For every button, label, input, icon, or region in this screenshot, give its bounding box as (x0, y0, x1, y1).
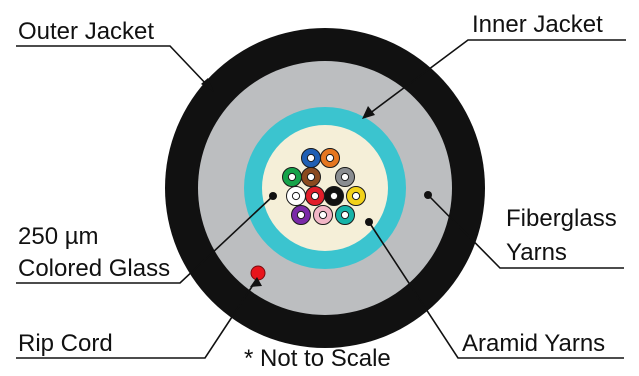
fiber-rose (313, 205, 333, 225)
fiber-brown (301, 167, 321, 187)
aramid-leader (368, 221, 624, 359)
aramid-yarns-label: Aramid Yarns (462, 330, 605, 357)
fiber-yellow (346, 186, 366, 206)
fiberglass-label-line2: Yarns (506, 239, 567, 266)
inner-jacket-arrowhead (362, 106, 375, 119)
fiber-slate (335, 167, 355, 187)
outer-jacket-arrowhead (201, 78, 214, 92)
fiber-orange (320, 148, 340, 168)
fiber-white (286, 186, 306, 206)
inner-jacket-leader (368, 39, 626, 115)
colored-glass-label-line2: Colored Glass (18, 255, 170, 282)
rip-cord-arrowhead (250, 277, 262, 287)
inner-jacket-label: Inner Jacket (472, 11, 603, 38)
outer-jacket-leader (16, 45, 209, 87)
not-to-scale-note: * Not to Scale (244, 345, 391, 372)
fiber-violet (291, 205, 311, 225)
fiber-green (282, 167, 302, 187)
colored-glass-fibers (282, 148, 366, 225)
rip-cord (250, 265, 266, 281)
aramid-core (262, 125, 388, 251)
colored-glass-label-line1: 250 µm (18, 223, 99, 250)
rip-cord-leader (16, 281, 256, 359)
colored-glass-leader (16, 195, 274, 284)
fiber-black (324, 186, 344, 206)
fiber-blue (301, 148, 321, 168)
outer-jacket-label: Outer Jacket (18, 18, 154, 45)
rip-cord-label: Rip Cord (18, 330, 113, 357)
fiber-aqua (335, 205, 355, 225)
fiber-red (305, 186, 325, 206)
fiberglass-label-line1: Fiberglass (506, 205, 617, 232)
colored-glass-dot (269, 192, 277, 200)
fiberglass-leader (427, 194, 624, 269)
fiberglass-dot (424, 191, 432, 199)
aramid-dot (365, 218, 373, 226)
leader-markers (201, 78, 432, 287)
